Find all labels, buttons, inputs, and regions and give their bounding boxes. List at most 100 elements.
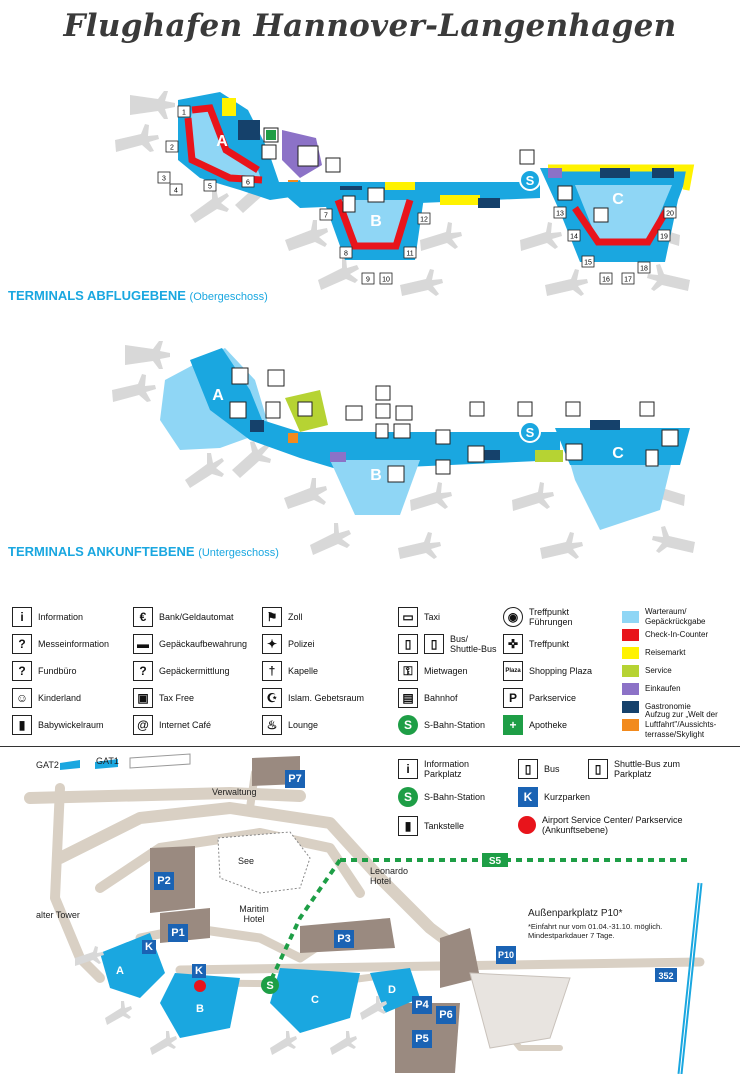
gate-14: 14 xyxy=(570,234,578,241)
gate-box xyxy=(165,140,179,153)
parking-p1[interactable]: P1 xyxy=(168,924,188,942)
info-icon: i xyxy=(12,607,32,627)
legend-kinderland: ☺Kinderland xyxy=(12,687,81,709)
color-legend-item: Gastronomie xyxy=(622,696,738,718)
lake-see xyxy=(217,831,311,894)
legend-apotheke: + Apotheke xyxy=(503,714,567,736)
legend-label: Messeinformation xyxy=(38,639,110,649)
sbahn-legend-icon: S xyxy=(398,787,418,807)
sbahn-legend-icon: S xyxy=(398,715,418,735)
color-swatch xyxy=(622,719,639,731)
police-icon: ✦ xyxy=(262,634,282,654)
ground-map: S5 352 S A B C D xyxy=(24,753,705,1074)
svg-text:C: C xyxy=(311,994,319,1006)
parking-p7[interactable]: P7 xyxy=(285,770,305,788)
gate-box xyxy=(417,212,431,225)
parking-p5[interactable]: P5 xyxy=(412,1030,432,1048)
gate-box xyxy=(581,255,595,268)
kurzparken-a[interactable]: K xyxy=(142,940,156,954)
legend-baby: ▮Babywickelraum xyxy=(12,714,104,736)
color-legend-item: Reisemarkt xyxy=(622,642,738,664)
road-352: 352 xyxy=(658,971,673,981)
lost-found-icon: ? xyxy=(12,661,32,681)
legend-label: Bank/Geldautomat xyxy=(159,612,234,622)
legend-label: Lounge xyxy=(288,720,319,730)
pharmacy-icon: + xyxy=(503,715,523,735)
bus-icon: ▯ xyxy=(518,759,538,779)
legend-label: Babywickelraum xyxy=(38,720,104,730)
color-legend-item: Check-In-Counter xyxy=(622,624,738,646)
map-legend-tankstelle: ▮Tankstelle xyxy=(398,815,464,837)
map-legend-bus: ▯Bus xyxy=(518,758,560,780)
parking-p2[interactable]: P2 xyxy=(154,872,174,890)
legend-label: Internet Café xyxy=(159,720,212,730)
svg-text:S: S xyxy=(526,173,535,188)
legend-islam: ☪Islam. Gebetsraum xyxy=(262,687,364,709)
messe-icon: ? xyxy=(12,634,32,654)
alter-tower-label: alter Tower xyxy=(36,910,80,920)
legend-label: Bahnhof xyxy=(424,693,458,703)
gate-16: 16 xyxy=(602,277,610,284)
legend-gepaeckermittlung: ?Gepäckermittlung xyxy=(133,660,230,682)
parking-p4[interactable]: P4 xyxy=(412,996,432,1014)
gate-box xyxy=(637,261,651,274)
legend-label: Parkservice xyxy=(529,693,577,703)
customs-icon: ⚑ xyxy=(262,607,282,627)
parking-p3[interactable]: P3 xyxy=(334,930,354,948)
shuttle-bus-icon: ▯ xyxy=(424,634,444,654)
parking-p6[interactable]: P6 xyxy=(436,1006,456,1024)
legend-internet: @Internet Café xyxy=(133,714,211,736)
bank-icon: € xyxy=(133,607,153,627)
arr-terminal-a-letter: A xyxy=(212,387,224,404)
divider xyxy=(0,746,740,747)
arrivals-label: TERMINALS ANKUNFTEBENE (Untergeschoss) xyxy=(8,544,279,559)
gate-19: 19 xyxy=(660,234,668,241)
arr-terminal-c-letter: C xyxy=(612,445,624,462)
legend-label: Tankstelle xyxy=(424,821,465,831)
legend-label: S-Bahn-Station xyxy=(424,720,486,730)
map-legend-shuttle: ▯Shuttle-Bus zum Parkplatz xyxy=(588,758,698,780)
terminal-a-letter: A xyxy=(216,133,228,150)
arr-terminal-b-letter: B xyxy=(370,467,382,484)
luggage-icon: ▬ xyxy=(133,634,153,654)
gate-12: 12 xyxy=(420,217,428,224)
s5-badge: S5 xyxy=(489,856,502,867)
gate-box xyxy=(241,175,255,188)
arrival-service-icons xyxy=(229,367,679,483)
gate-box xyxy=(157,171,171,184)
color-swatch xyxy=(622,683,639,695)
departures-label-sub: (Obergeschoss) xyxy=(189,291,268,303)
ground-sbahn-icon xyxy=(261,976,279,994)
parking-p10[interactable]: P10 xyxy=(496,946,516,964)
legend-label: Polizei xyxy=(288,639,315,649)
legend-label: Treffpunkt xyxy=(529,639,570,649)
gate-8: 8 xyxy=(344,251,348,258)
taxi-icon: ▭ xyxy=(398,607,418,627)
gate-box xyxy=(319,208,333,221)
color-legend-item: Warteraum/ Gepäckrückgabe xyxy=(622,606,738,628)
see-label: See xyxy=(238,856,255,866)
legend-label: Gepäckaufbewahrung xyxy=(159,639,248,649)
legend-label: Kapelle xyxy=(288,666,319,676)
legend-label: Apotheke xyxy=(529,720,568,730)
gate-box xyxy=(567,229,581,242)
rental-car-icon: ⚿ xyxy=(398,661,418,681)
kurzparken-b[interactable]: K xyxy=(192,964,206,978)
color-swatch xyxy=(622,611,639,623)
legend-label: Kinderland xyxy=(38,693,82,703)
legend-info: i Information xyxy=(12,606,83,628)
legend-label: Information xyxy=(38,612,84,622)
lounge-icon: ♨ xyxy=(262,715,282,735)
parking-info-icon: i xyxy=(398,759,418,779)
gate-box xyxy=(403,246,417,259)
gate-17: 17 xyxy=(624,277,632,284)
svg-text:B: B xyxy=(196,1003,204,1015)
train-icon: ▤ xyxy=(398,688,418,708)
arrivals-label-sub: (Untergeschoss) xyxy=(198,547,279,559)
legend-kapelle: †Kapelle xyxy=(262,660,318,682)
baggage-search-icon: ? xyxy=(133,661,153,681)
